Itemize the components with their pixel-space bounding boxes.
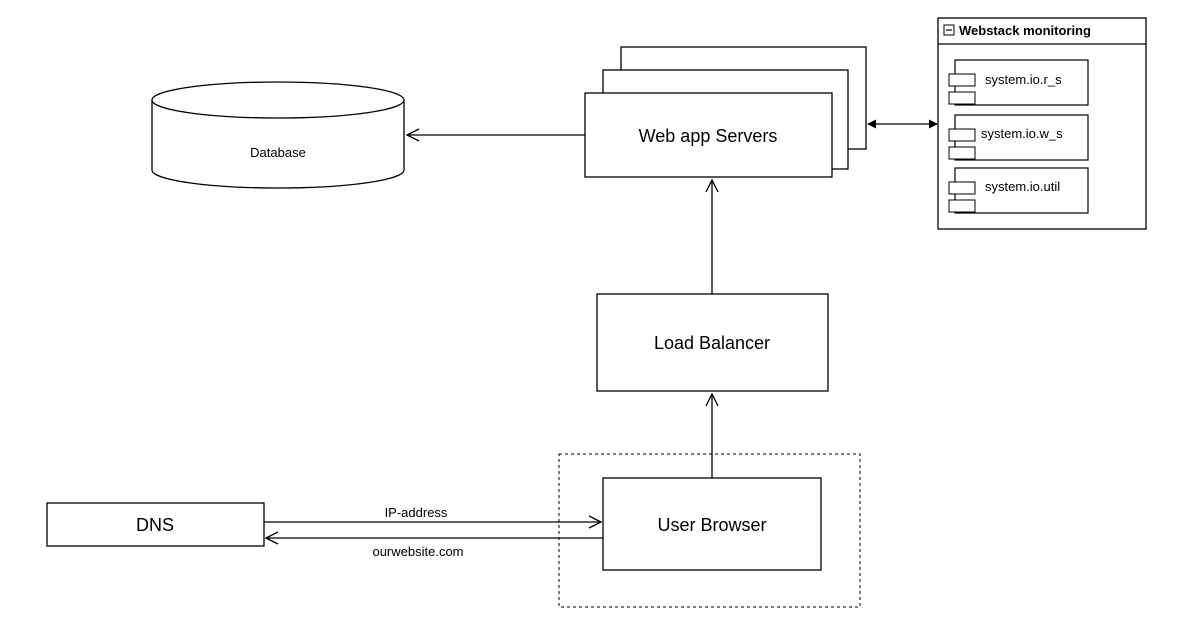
web-servers-node: Web app Servers <box>584 46 867 178</box>
user-browser-label: User Browser <box>657 515 766 535</box>
monitoring-item-label: system.io.r_s <box>985 72 1062 87</box>
monitoring-item-1: system.io.r_s <box>948 59 1089 106</box>
user-browser-node: User Browser <box>602 477 822 571</box>
monitoring-panel: Webstack monitoring system.io.r_s system… <box>937 17 1147 230</box>
component-icon <box>948 146 976 160</box>
dns-label: DNS <box>136 515 174 535</box>
domain-label: ourwebsite.com <box>372 544 463 559</box>
monitoring-item-3: system.io.util <box>948 167 1089 214</box>
monitoring-item-label: system.io.w_s <box>981 126 1063 141</box>
component-icon <box>948 199 976 213</box>
component-icon <box>948 91 976 105</box>
client-boundary <box>558 453 861 608</box>
component-icon <box>948 73 976 87</box>
component-icon <box>948 128 976 142</box>
monitoring-title: Webstack monitoring <box>959 23 1091 38</box>
load-balancer-node: Load Balancer <box>596 293 829 392</box>
collapse-icon[interactable] <box>943 24 955 36</box>
component-icon <box>948 181 976 195</box>
database-node: Database <box>151 81 405 189</box>
load-balancer-label: Load Balancer <box>654 333 770 353</box>
monitoring-item-2: system.io.w_s <box>948 114 1089 161</box>
web-servers-label: Web app Servers <box>639 126 778 146</box>
monitoring-item-label: system.io.util <box>985 179 1060 194</box>
dns-node: DNS <box>46 502 265 547</box>
database-label: Database <box>250 145 306 160</box>
ip-address-label: IP-address <box>385 505 448 520</box>
